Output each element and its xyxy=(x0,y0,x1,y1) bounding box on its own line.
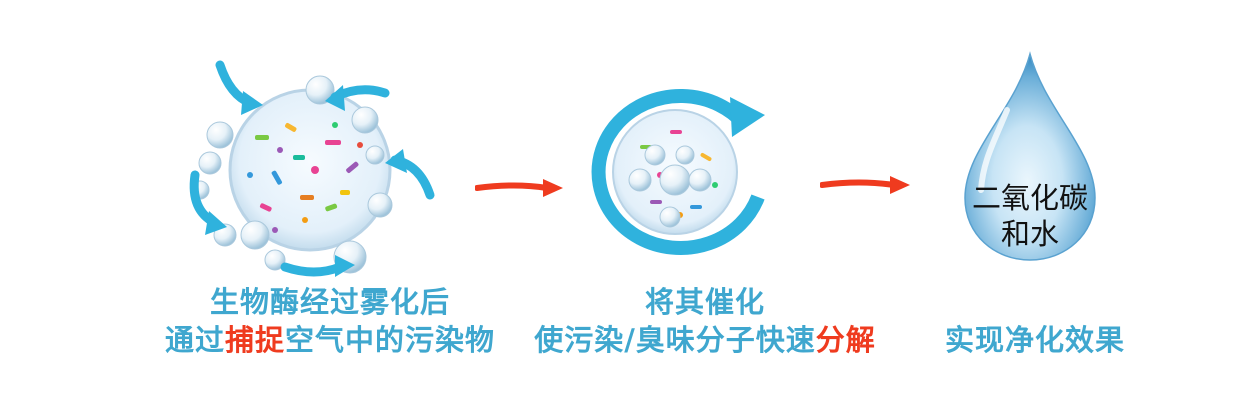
catalysis-illustration xyxy=(591,89,765,255)
bubbles xyxy=(190,75,393,274)
drop-label-line1: 二氧化碳 xyxy=(971,181,1088,215)
step2-highlight: 分解 xyxy=(815,323,876,357)
water-drop xyxy=(964,51,1096,261)
step2-caption: 将其催化 使污染/臭味分子快速分解 xyxy=(505,283,905,359)
drop-label-line2: 和水 xyxy=(1000,217,1059,251)
drop-label: 二氧化碳 和水 xyxy=(955,180,1105,252)
swirl-arrowheads xyxy=(205,85,407,277)
step1-caption-line1: 生物酶经过雾化后 xyxy=(209,285,450,319)
flow-arrow-2 xyxy=(820,176,910,194)
step3-caption-text: 实现净化效果 xyxy=(944,323,1125,357)
circular-arrow xyxy=(591,89,765,255)
flow-arrow-1 xyxy=(475,179,563,197)
catalysis-bubbles xyxy=(628,144,712,228)
step2-caption-line2: 使污染/臭味分子快速分解 xyxy=(534,323,876,357)
step3-caption: 实现净化效果 xyxy=(925,321,1145,359)
step2-caption-line1: 将其催化 xyxy=(644,285,765,319)
step1-caption-line2: 通过捕捉空气中的污染物 xyxy=(164,323,496,357)
enzyme-capture-illustration xyxy=(189,60,435,277)
step1-caption: 生物酶经过雾化后 通过捕捉空气中的污染物 xyxy=(105,283,555,359)
step1-highlight: 捕捉 xyxy=(224,323,285,357)
microbes xyxy=(247,122,363,233)
